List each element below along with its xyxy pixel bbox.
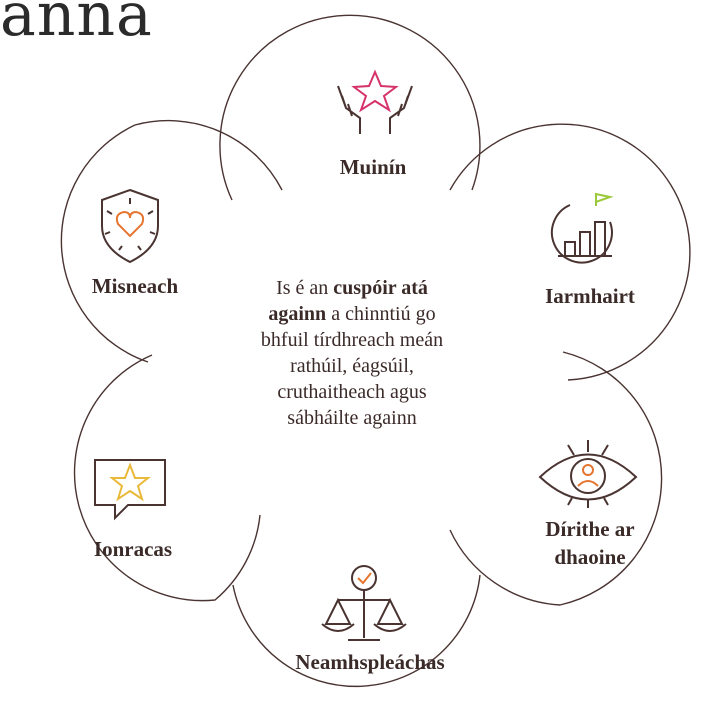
- center-line2-bold: againn: [268, 303, 327, 325]
- hands-star-icon: [337, 69, 413, 134]
- arc-lower-right: [449, 351, 663, 606]
- petal-arcs: [60, 14, 691, 688]
- eye-person-icon: [538, 440, 638, 508]
- value-label-dirithe-line1: Dírithe ar: [545, 517, 635, 541]
- center-line6: sábháilte againn: [287, 407, 417, 429]
- scales-check-icon: [321, 565, 407, 641]
- value-label-neamhspleachas: Neamhspleáchas: [295, 650, 445, 674]
- center-line4: rathúil, éagsúil,: [290, 355, 414, 377]
- arc-bottom: [232, 574, 481, 688]
- arc-lower-left: [73, 354, 261, 602]
- center-purpose-statement: Is é an cuspóir atá againn a chinntiú go…: [252, 275, 452, 431]
- speech-star-icon: [94, 459, 166, 521]
- center-line2-post: a chinntiú go: [326, 303, 436, 325]
- value-label-misneach: Misneach: [91, 274, 179, 298]
- value-label-ionracas: Ionracas: [93, 537, 173, 561]
- value-label-muinin: Muinín: [339, 155, 407, 179]
- value-label-dirithe-line2: dhaoine: [554, 545, 626, 570]
- value-label-iarmhairt: Iarmhairt: [545, 284, 635, 308]
- center-line1-pre: Is é an: [276, 277, 334, 299]
- arc-top: [219, 14, 481, 201]
- center-line5: cruthaitheach agus: [277, 381, 427, 403]
- arc-upper-left: [60, 119, 283, 363]
- growth-chart-icon: [550, 192, 614, 264]
- center-line1-bold: cuspóir atá: [333, 277, 428, 299]
- value-label-dirithe-ar-dhaoine: Dírithe ar dhaoine: [520, 515, 660, 572]
- page-title-fragment: anna: [0, 0, 153, 50]
- arc-upper-right: [449, 123, 691, 381]
- center-line3: bhfuil tírdhreach meán: [260, 329, 444, 351]
- shield-heart-icon: [101, 188, 159, 264]
